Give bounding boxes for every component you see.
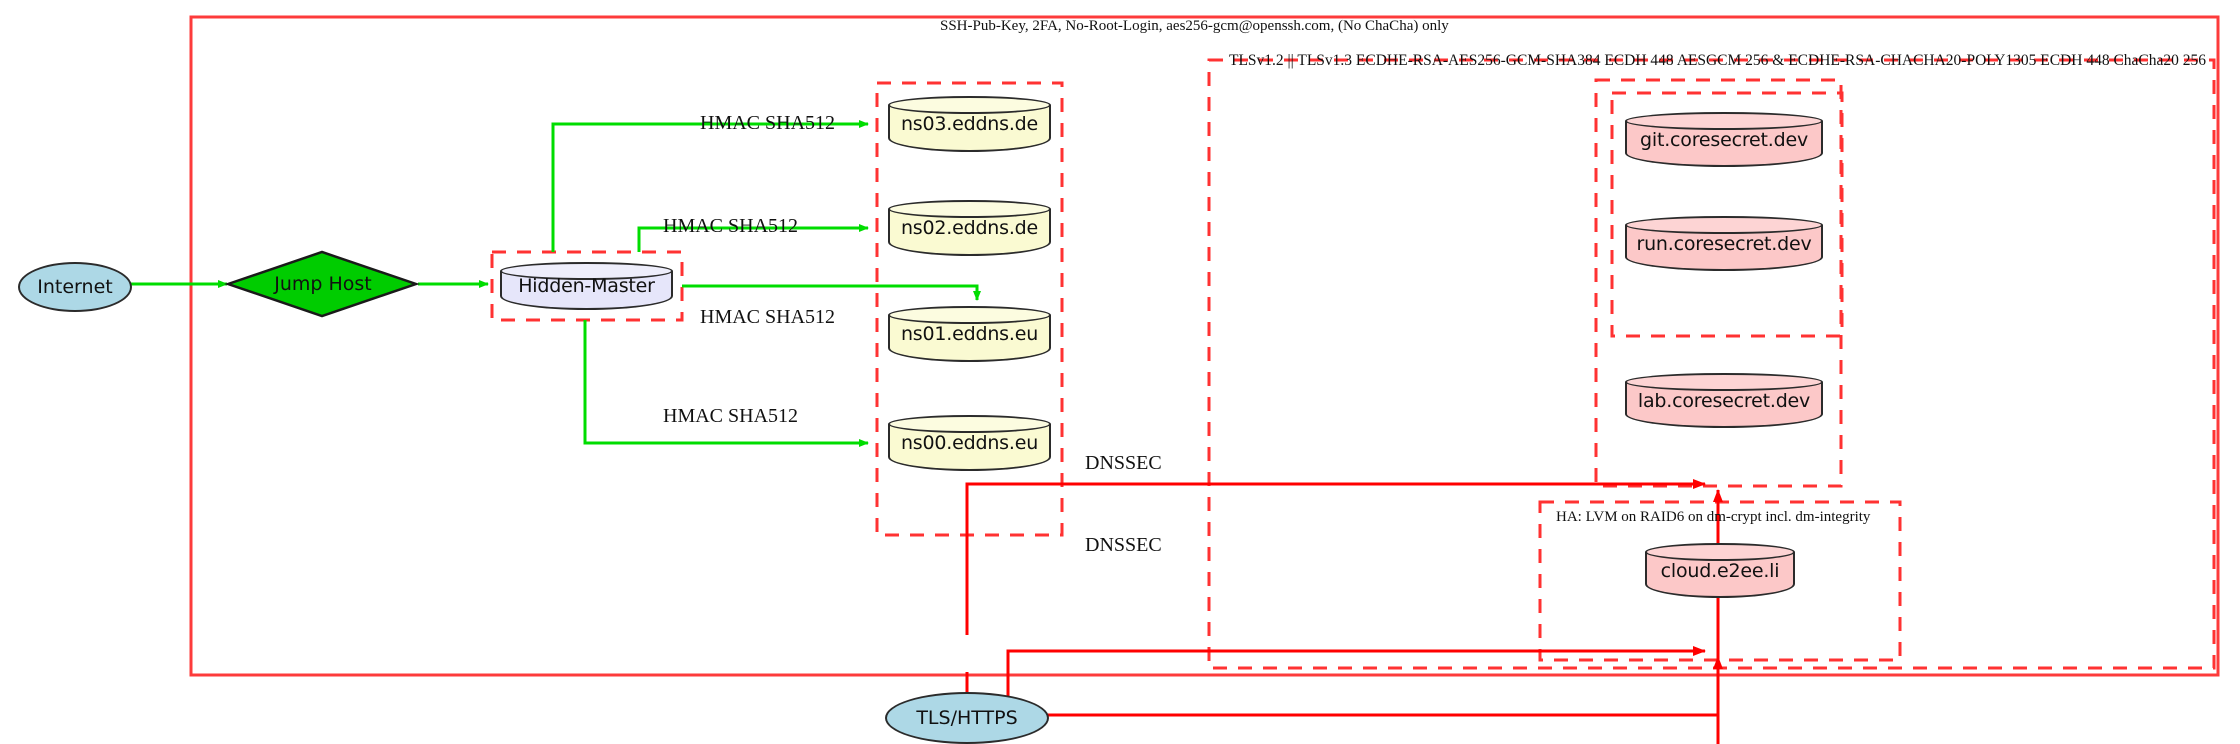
node-git-coresecret-label: git.coresecret.dev [1640,128,1808,151]
node-ns01-label: ns01.eddns.eu [900,323,1039,345]
edge-label-dnssec-lower: DNSSEC [1085,534,1162,556]
node-internet-label: Internet [37,276,113,298]
node-hidden-master-label: Hidden-Master [518,275,655,297]
node-cloud-e2ee[interactable]: cloud.e2ee.li [1645,543,1795,598]
node-internet[interactable]: Internet [18,262,132,312]
edge-label-hmac-ns02: HMAC SHA512 [663,215,799,237]
outer-boundary-label: SSH-Pub-Key, 2FA, No-Root-Login, aes256-… [940,18,1449,34]
node-jump-host[interactable]: Jump Host [228,252,418,316]
edge-hm-to-ns03 [551,120,869,252]
node-ns00[interactable]: ns00.eddns.eu [888,415,1051,471]
node-run-coresecret-label: run.coresecret.dev [1636,232,1812,255]
ha-cluster-label: HA: LVM on RAID6 on dm-crypt incl. dm-in… [1556,509,1871,525]
cluster-nameservers [875,81,1064,537]
tls-cluster-label: TLSv1.2 || TLSv1.3 ECDHE-RSA-AES256-GCM-… [1229,52,2207,69]
node-tls-https[interactable]: TLS/HTTPS [885,692,1049,744]
cluster-tls-outer [1207,58,2216,670]
node-git-coresecret-top [1625,112,1823,130]
node-lab-coresecret-top [1625,373,1823,391]
node-ns03-label: ns03.eddns.de [900,113,1039,135]
edge-dnssec-upper [965,479,1706,635]
node-run-coresecret[interactable]: run.coresecret.dev [1625,216,1823,271]
node-ns00-label: ns00.eddns.eu [900,432,1039,454]
outer-security-boundary [189,15,2220,677]
node-cloud-e2ee-top [1645,543,1795,561]
node-lab-coresecret-label: lab.coresecret.dev [1637,389,1811,412]
node-cloud-e2ee-label: cloud.e2ee.li [1660,559,1780,582]
node-ns02-top [888,200,1051,218]
cluster-hidden-master [490,250,684,322]
node-ns01-top [888,306,1051,324]
node-ns01[interactable]: ns01.eddns.eu [888,306,1051,362]
edge-label-hmac-ns01: HMAC SHA512 [700,306,836,328]
node-ns00-top [888,415,1051,433]
edge-label-hmac-ns00: HMAC SHA512 [663,405,799,427]
cluster-ha-storage [1538,500,1902,662]
edge-hm-to-ns02 [637,224,869,252]
node-ns03[interactable]: ns03.eddns.de [888,96,1051,152]
jump-host-diamond-shape [224,250,420,318]
node-ns02[interactable]: ns02.eddns.de [888,200,1051,256]
edge-label-hmac-ns03: HMAC SHA512 [700,112,836,134]
node-hidden-master[interactable]: Hidden-Master [500,262,673,310]
edge-label-dnssec-upper: DNSSEC [1085,452,1162,474]
node-git-coresecret[interactable]: git.coresecret.dev [1625,112,1823,167]
node-lab-coresecret[interactable]: lab.coresecret.dev [1625,373,1823,428]
edge-hm-to-ns01 [682,284,981,301]
node-hidden-master-top [500,262,673,280]
node-ns02-label: ns02.eddns.de [900,217,1039,239]
node-tls-https-label: TLS/HTTPS [916,707,1018,729]
edge-dnssec-lower [1006,646,1706,714]
node-run-coresecret-top [1625,216,1823,234]
edge-hm-to-ns00 [583,320,869,447]
node-ns03-top [888,96,1051,114]
node-jump-host-label: Jump Host [274,273,372,295]
cluster-coresecret-inner [1610,91,1844,338]
